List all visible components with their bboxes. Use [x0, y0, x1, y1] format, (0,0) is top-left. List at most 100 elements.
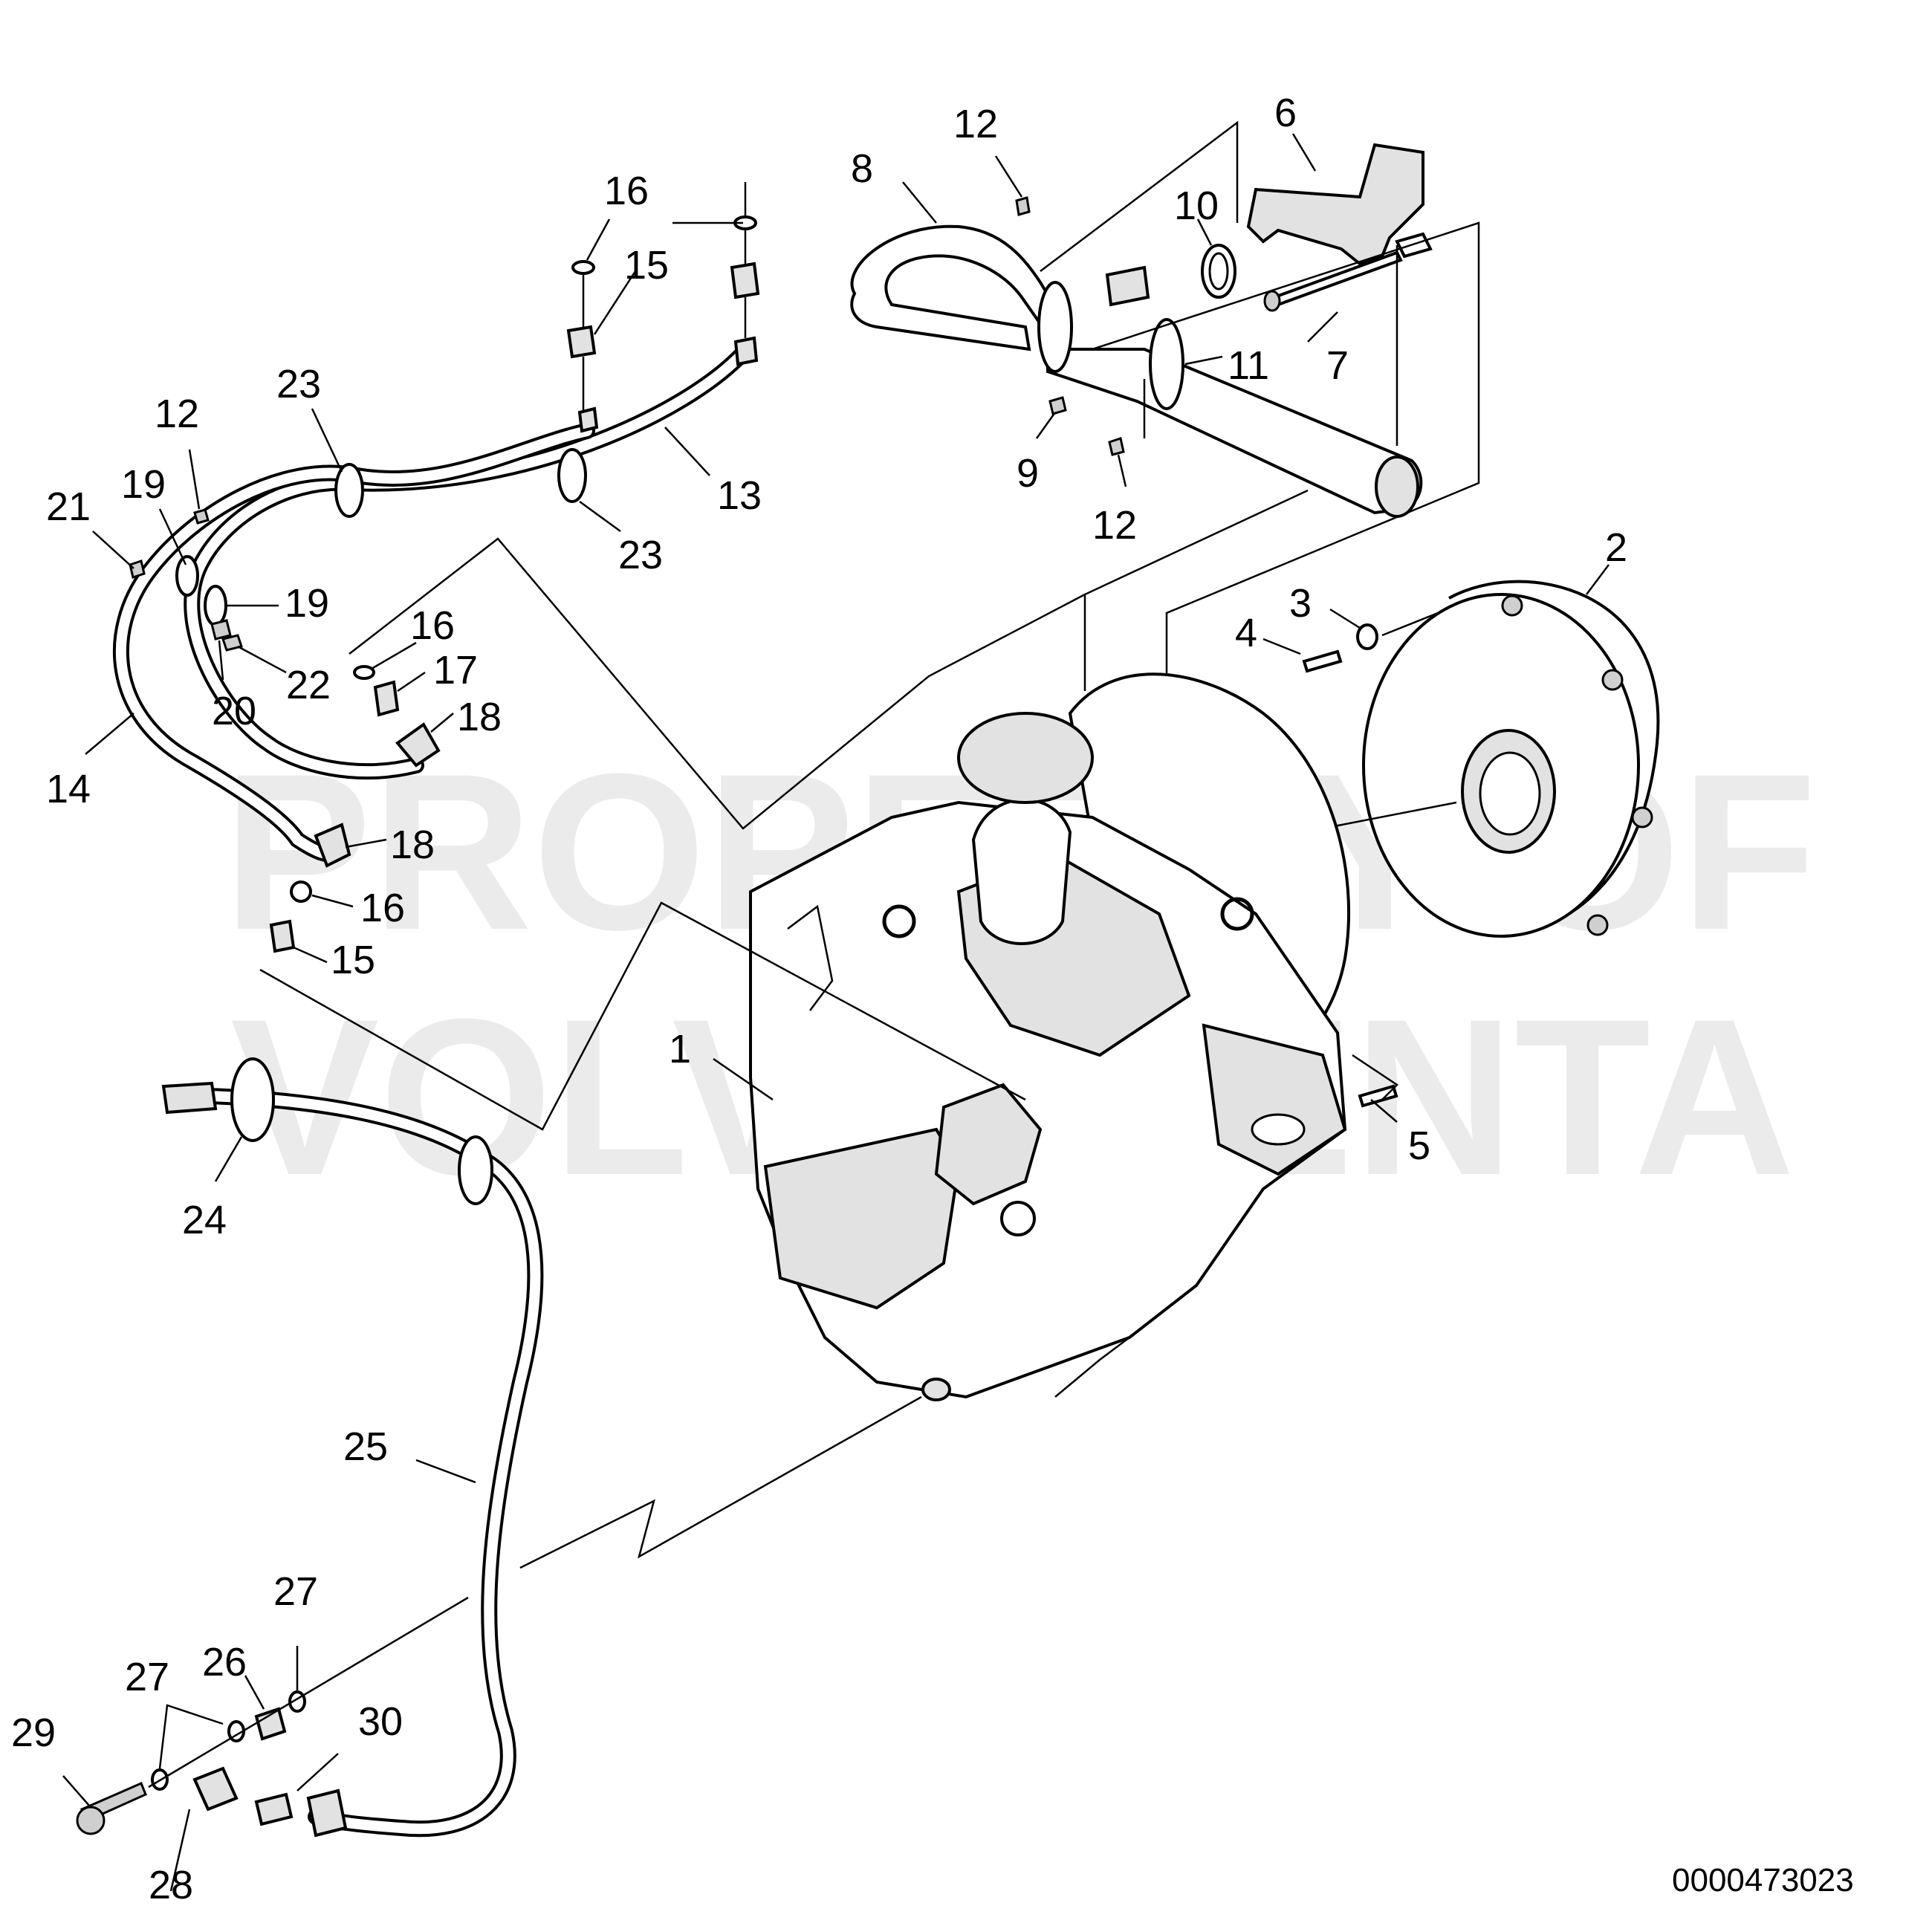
- cooler-hoses: [112, 182, 1086, 1131]
- callout-23-upper: 23: [276, 362, 321, 406]
- callout-13: 13: [717, 473, 762, 518]
- callout-2: 2: [1605, 525, 1627, 570]
- callout-18-upper: 18: [457, 695, 502, 739]
- fitting-axis-lines: [582, 182, 747, 412]
- callout-12-top: 12: [953, 102, 998, 146]
- fitting-15-lower: [269, 919, 296, 953]
- leader-11: [1184, 355, 1223, 366]
- leader-13: [664, 427, 710, 476]
- exhaust-pipe-assembly: [850, 120, 1480, 754]
- leader-1: [713, 1057, 774, 1101]
- leader-23b: [579, 500, 621, 533]
- leader-28: [169, 1809, 191, 1892]
- callout-6: 6: [1274, 91, 1297, 135]
- callout-30: 30: [358, 1699, 403, 1744]
- coupling-stud-1: [1501, 594, 1523, 617]
- leader-15a: [593, 270, 637, 335]
- exhaust-pipe-straight: [1046, 348, 1423, 515]
- elbow-18-upper: [395, 722, 441, 768]
- bracket-6: [1246, 143, 1424, 266]
- clamp-11: [1149, 318, 1184, 410]
- clamp-24-b: [458, 1135, 493, 1205]
- screw-12-left: [193, 508, 210, 525]
- callout-8: 8: [851, 146, 873, 191]
- callout-19-lower: 19: [285, 581, 329, 626]
- hose-13-fill: [187, 348, 748, 777]
- o-ring-10-inner: [1208, 252, 1229, 291]
- elbow-18-lower: [314, 823, 351, 868]
- coiled-cable: [957, 712, 1094, 804]
- hose-25-fill: [203, 1091, 541, 1835]
- hose-nut-right: [733, 336, 759, 366]
- leader-16b: [371, 641, 417, 670]
- callout-20: 20: [212, 689, 256, 733]
- drain-group-line: [519, 1395, 922, 1569]
- leader-2: [1586, 564, 1610, 595]
- callout-22: 22: [286, 663, 331, 707]
- exhaust-pipe-8: [850, 224, 1065, 351]
- callout-21: 21: [46, 484, 91, 529]
- drain-port: [921, 1378, 951, 1401]
- drain-hose-assembly: [76, 1057, 922, 1838]
- callout-28: 28: [149, 1863, 193, 1907]
- bolt-7-head: [1263, 290, 1281, 312]
- callout-11: 11: [1228, 343, 1269, 388]
- callout-9: 9: [1017, 451, 1039, 496]
- leader-7: [1307, 311, 1338, 343]
- washer-16-upper-left: [571, 260, 595, 275]
- screw-21: [129, 560, 146, 579]
- fitting-15-upper-right: [730, 262, 760, 299]
- callout-16-top: 16: [604, 169, 649, 213]
- coupling-bore: [1479, 751, 1541, 836]
- bolt-9: [1048, 396, 1067, 415]
- coupling-stud-4: [1586, 914, 1609, 936]
- callout-27-upper: 27: [273, 1569, 318, 1614]
- washer-3: [1356, 623, 1378, 650]
- callout-14: 14: [46, 767, 91, 811]
- clamp-19-b: [204, 585, 227, 626]
- long-bolt-7: [1272, 250, 1403, 307]
- leader-19a: [158, 508, 187, 565]
- leader-14: [85, 713, 134, 755]
- exhaust-group-lines: [1040, 120, 1480, 754]
- callout-15-lower: 15: [331, 938, 375, 982]
- hose-nut-left: [577, 406, 599, 433]
- coupling-stud-2: [1601, 669, 1624, 691]
- leader-12a: [994, 155, 1023, 198]
- lifting-eye-2: [1220, 897, 1254, 931]
- leader-9: [1035, 412, 1057, 439]
- leader-4: [1262, 638, 1301, 655]
- leader-lines: [62, 133, 1610, 1892]
- leader-25: [415, 1459, 476, 1484]
- leader-12b: [1117, 454, 1127, 487]
- leader-22: [237, 645, 287, 674]
- clamp-23-b: [557, 448, 587, 503]
- hose-end-fitting: [161, 1081, 218, 1115]
- transmission-detail-2: [1054, 1337, 1130, 1398]
- flange: [1105, 265, 1150, 307]
- mounting-hole: [1251, 1113, 1306, 1146]
- callout-16-mid: 16: [410, 603, 455, 648]
- coupling-stud-3: [1631, 806, 1653, 828]
- leader-6: [1291, 133, 1317, 172]
- fitting-15-upper-left: [566, 325, 597, 359]
- hose-group-line-1: [349, 537, 1086, 830]
- leader-23a: [311, 408, 343, 473]
- bolt-5: [1358, 1084, 1398, 1108]
- callout-26: 26: [202, 1640, 247, 1684]
- callout-23-lower: 23: [618, 533, 663, 577]
- leader-29: [62, 1775, 90, 1806]
- bolt-5-bracket: [1352, 1054, 1398, 1100]
- document-id: 0000473023: [1672, 1862, 1854, 1898]
- transmission-front-flange: [763, 1127, 961, 1310]
- washer-16-lower: [290, 881, 312, 903]
- clamp-23-a: [334, 463, 364, 518]
- adapter-17: [373, 680, 400, 717]
- bolt-4: [1302, 649, 1343, 673]
- callout-19-upper: 19: [121, 462, 166, 507]
- callout-25: 25: [343, 1424, 388, 1469]
- banjo-28: [192, 1766, 239, 1812]
- screw-22: [221, 634, 243, 652]
- leader-8: [902, 181, 937, 224]
